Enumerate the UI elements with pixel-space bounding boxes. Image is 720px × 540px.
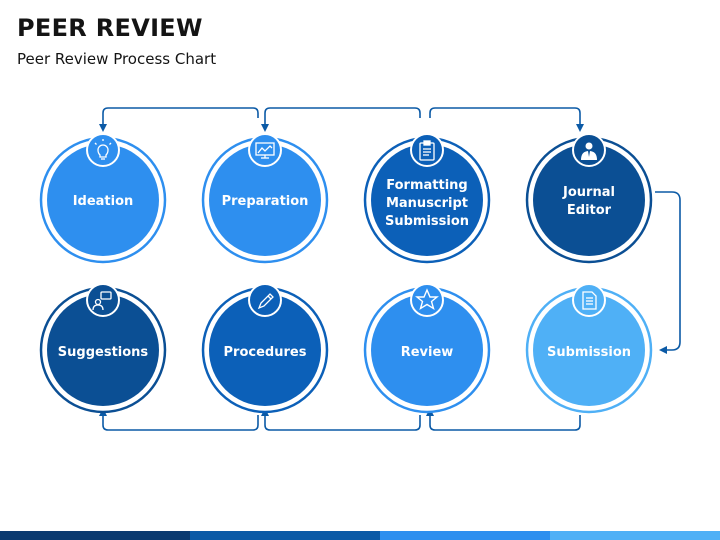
node-journal-editor: Journal Editor <box>525 133 653 264</box>
footer-bar-segment-4 <box>550 531 720 540</box>
node-label-journal-1: Journal <box>562 185 615 200</box>
node-ideation-fill <box>47 144 159 256</box>
connectors <box>99 107 681 431</box>
star-icon <box>415 288 439 311</box>
chat-person-icon <box>92 291 112 311</box>
footer-color-bar <box>0 531 720 540</box>
page-title: PEER REVIEW <box>17 14 203 42</box>
connector-top-2 <box>261 107 421 132</box>
connector-top-3 <box>429 107 584 132</box>
node-ideation: Ideation <box>39 133 167 264</box>
person-icon <box>581 142 597 160</box>
node-preparation: Preparation <box>201 133 329 264</box>
connector-bottom-1 <box>426 408 581 431</box>
connector-bottom-2 <box>261 408 421 431</box>
node-label-formatting-2: Manuscript <box>386 196 468 211</box>
node-label-ideation: Ideation <box>73 194 134 209</box>
document-icon <box>582 291 597 310</box>
node-label-journal-2: Editor <box>567 203 612 218</box>
node-label-formatting-1: Formatting <box>386 178 467 193</box>
connector-top-1 <box>99 107 259 132</box>
node-suggestions: Suggestions <box>39 283 167 414</box>
node-label-formatting-3: Submission <box>385 214 469 229</box>
node-label-submission: Submission <box>547 345 631 360</box>
pencil-icon <box>257 293 274 310</box>
node-label-preparation: Preparation <box>222 194 309 209</box>
footer-bar-segment-3 <box>380 531 550 540</box>
clipboard-icon <box>419 140 435 161</box>
node-formatting: Formatting Manuscript Submission <box>363 133 491 264</box>
connector-bottom-3 <box>99 408 259 431</box>
node-review: Review <box>363 283 491 414</box>
page-subtitle: Peer Review Process Chart <box>17 50 217 68</box>
connector-right <box>655 191 681 354</box>
node-label-procedures: Procedures <box>224 345 307 360</box>
node-label-suggestions: Suggestions <box>58 345 149 360</box>
footer-bar-segment-2 <box>190 531 380 540</box>
footer-bar-segment-1 <box>0 531 190 540</box>
lightbulb-icon <box>94 139 112 160</box>
node-submission: Submission <box>525 283 653 414</box>
node-procedures: Procedures <box>201 283 329 414</box>
presentation-chart-icon <box>255 142 275 159</box>
node-label-review: Review <box>401 345 454 360</box>
